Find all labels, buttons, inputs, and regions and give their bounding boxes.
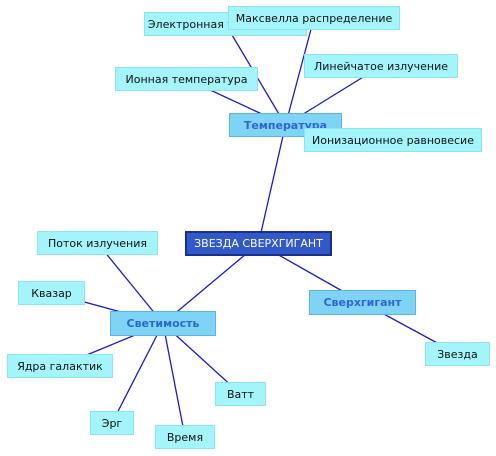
edge-root-temperature: [257, 124, 287, 244]
leaf-node-star[interactable]: Звезда: [425, 342, 490, 366]
edge-temperature-maxwell: [284, 17, 315, 126]
hub-node-supergiant[interactable]: Сверхгигант: [309, 290, 416, 315]
edge-root-luminosity: [162, 243, 259, 324]
leaf-node-watt[interactable]: Ватт: [215, 382, 266, 406]
edge-luminosity-time: [162, 323, 186, 438]
edge-luminosity-radiation_flux: [96, 242, 164, 324]
leaf-node-line-radiation[interactable]: Линейчатое излучение: [304, 54, 458, 78]
leaf-node-ionization-equilibrium[interactable]: Ионизационное равновесие: [304, 128, 482, 152]
leaf-node-erg[interactable]: Эрг: [90, 411, 134, 435]
leaf-node-galaxy-nuclei[interactable]: Ядра галактик: [7, 354, 113, 378]
leaf-node-radiation-flux[interactable]: Поток излучения: [37, 231, 158, 255]
leaf-node-time[interactable]: Время: [155, 425, 215, 449]
leaf-node-maxwell-distribution[interactable]: Максвелла распределение: [228, 6, 400, 30]
leaf-node-quasar[interactable]: Квазар: [18, 281, 85, 305]
hub-node-luminosity[interactable]: Светимость: [110, 311, 216, 336]
edge-luminosity-erg: [111, 323, 164, 424]
root-node[interactable]: ЗВЕЗДА СВЕРХГИГАНТ: [185, 231, 332, 256]
leaf-node-ion-temperature[interactable]: Ионная температура: [115, 67, 258, 91]
